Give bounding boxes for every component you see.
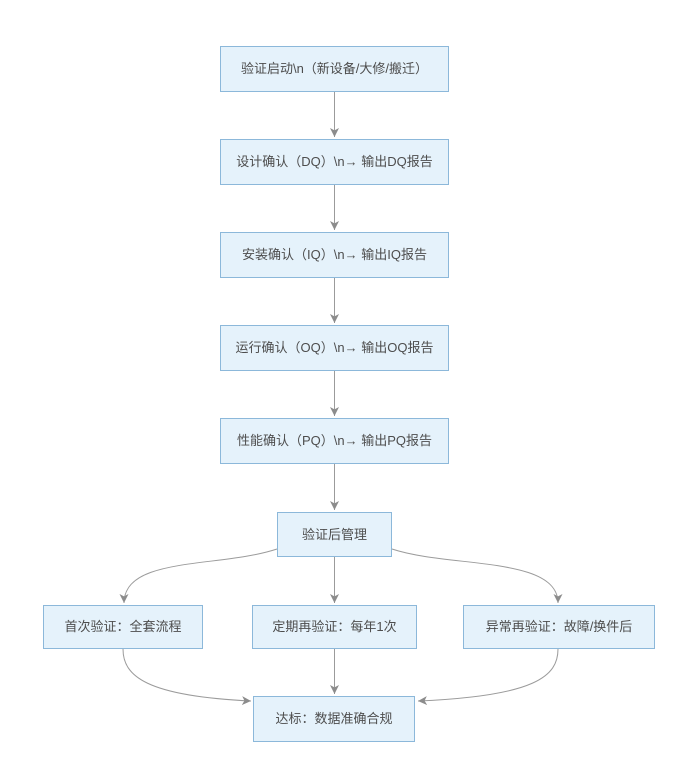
node-performance-qualification[interactable]: 性能确认（PQ）\n→ 输出PQ报告 [220, 418, 449, 464]
node-installation-qualification-label: 安装确认（IQ）\n→ 输出IQ报告 [242, 247, 427, 263]
node-first-validation-label: 首次验证：全套流程 [64, 619, 182, 635]
node-post-validation-management-label: 验证后管理 [301, 526, 367, 542]
node-compliance-goal-label: 达标：数据准确合规 [275, 711, 393, 727]
node-operational-qualification[interactable]: 运行确认（OQ）\n→ 输出OQ报告 [220, 325, 449, 371]
node-post-validation-management[interactable]: 验证后管理 [277, 512, 392, 557]
node-design-qualification[interactable]: 设计确认（DQ）\n→ 输出DQ报告 [220, 139, 449, 185]
node-validation-start-label: 验证启动\n（新设备/大修/搬迁） [240, 61, 429, 77]
edge-post-to-first [119, 548, 278, 604]
node-operational-qualification-label: 运行确认（OQ）\n→ 输出OQ报告 [235, 340, 434, 356]
edge-abnormal-to-final [417, 648, 559, 706]
node-performance-qualification-label: 性能确认（PQ）\n→ 输出PQ报告 [236, 433, 433, 449]
node-periodic-revalidation-label: 定期再验证：每年1次 [272, 619, 397, 635]
edge-first-to-final [122, 648, 252, 706]
node-design-qualification-label: 设计确认（DQ）\n→ 输出DQ报告 [236, 154, 433, 170]
edge-post-to-abnormal [391, 548, 563, 604]
node-periodic-revalidation[interactable]: 定期再验证：每年1次 [252, 605, 417, 649]
node-installation-qualification[interactable]: 安装确认（IQ）\n→ 输出IQ报告 [220, 232, 449, 278]
node-first-validation[interactable]: 首次验证：全套流程 [43, 605, 203, 649]
node-abnormal-revalidation-label: 异常再验证：故障/换件后 [485, 619, 633, 635]
node-validation-start[interactable]: 验证启动\n（新设备/大修/搬迁） [220, 46, 449, 92]
node-compliance-goal[interactable]: 达标：数据准确合规 [253, 696, 415, 742]
node-abnormal-revalidation[interactable]: 异常再验证：故障/换件后 [463, 605, 655, 649]
